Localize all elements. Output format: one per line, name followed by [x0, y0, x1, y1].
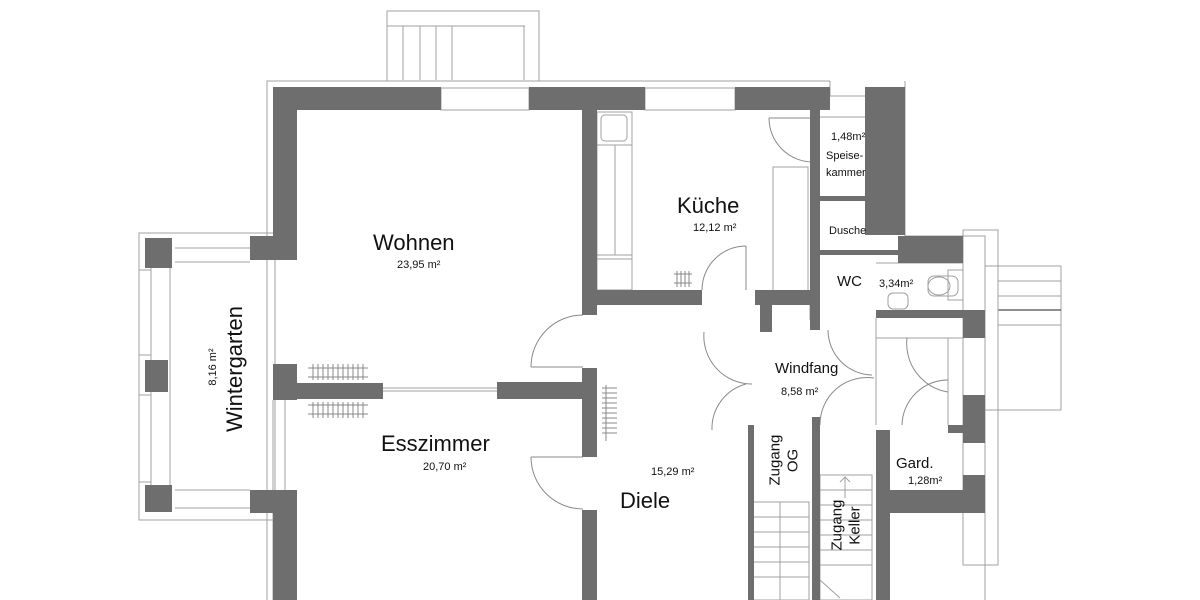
- room-label-garderobe: Gard.: [896, 455, 934, 472]
- room-area-kueche: 12,12 m²: [693, 222, 737, 234]
- room-area-diele: 15,29 m²: [651, 466, 695, 478]
- room-area-wintergarten: 8,16 m²: [207, 348, 219, 386]
- room-label-diele: Diele: [620, 488, 671, 513]
- room-area-windfang: 8,58 m²: [781, 386, 819, 398]
- door-swings: [530, 117, 949, 510]
- room-label-speisekammer-2: kammer: [826, 167, 866, 179]
- label-zugang-keller-2: Keller: [846, 506, 864, 545]
- room-label-windfang: Windfang: [775, 360, 839, 377]
- room-label-dusche: Dusche: [829, 225, 867, 237]
- room-label-wintergarten: Wintergarten: [222, 306, 247, 432]
- label-zugang-og-1: Zugang: [766, 434, 784, 486]
- room-area-wohnen: 23,95 m²: [397, 259, 441, 271]
- room-label-speisekammer-1: Speise-: [826, 150, 864, 162]
- room-area-speisekammer: 1,48m²: [831, 131, 866, 143]
- room-area-garderobe: 1,28m²: [908, 475, 943, 487]
- walls: [145, 87, 985, 600]
- room-label-kueche: Küche: [677, 193, 740, 218]
- room-area-esszimmer: 20,70 m²: [423, 461, 467, 473]
- room-label-wc: WC: [837, 273, 862, 290]
- room-label-wohnen: Wohnen: [373, 230, 455, 255]
- room-area-wc: 3,34m²: [879, 278, 914, 290]
- label-zugang-og-2: OG: [784, 448, 802, 473]
- label-zugang-keller-1: Zugang: [828, 499, 846, 551]
- room-label-esszimmer: Esszimmer: [381, 431, 490, 456]
